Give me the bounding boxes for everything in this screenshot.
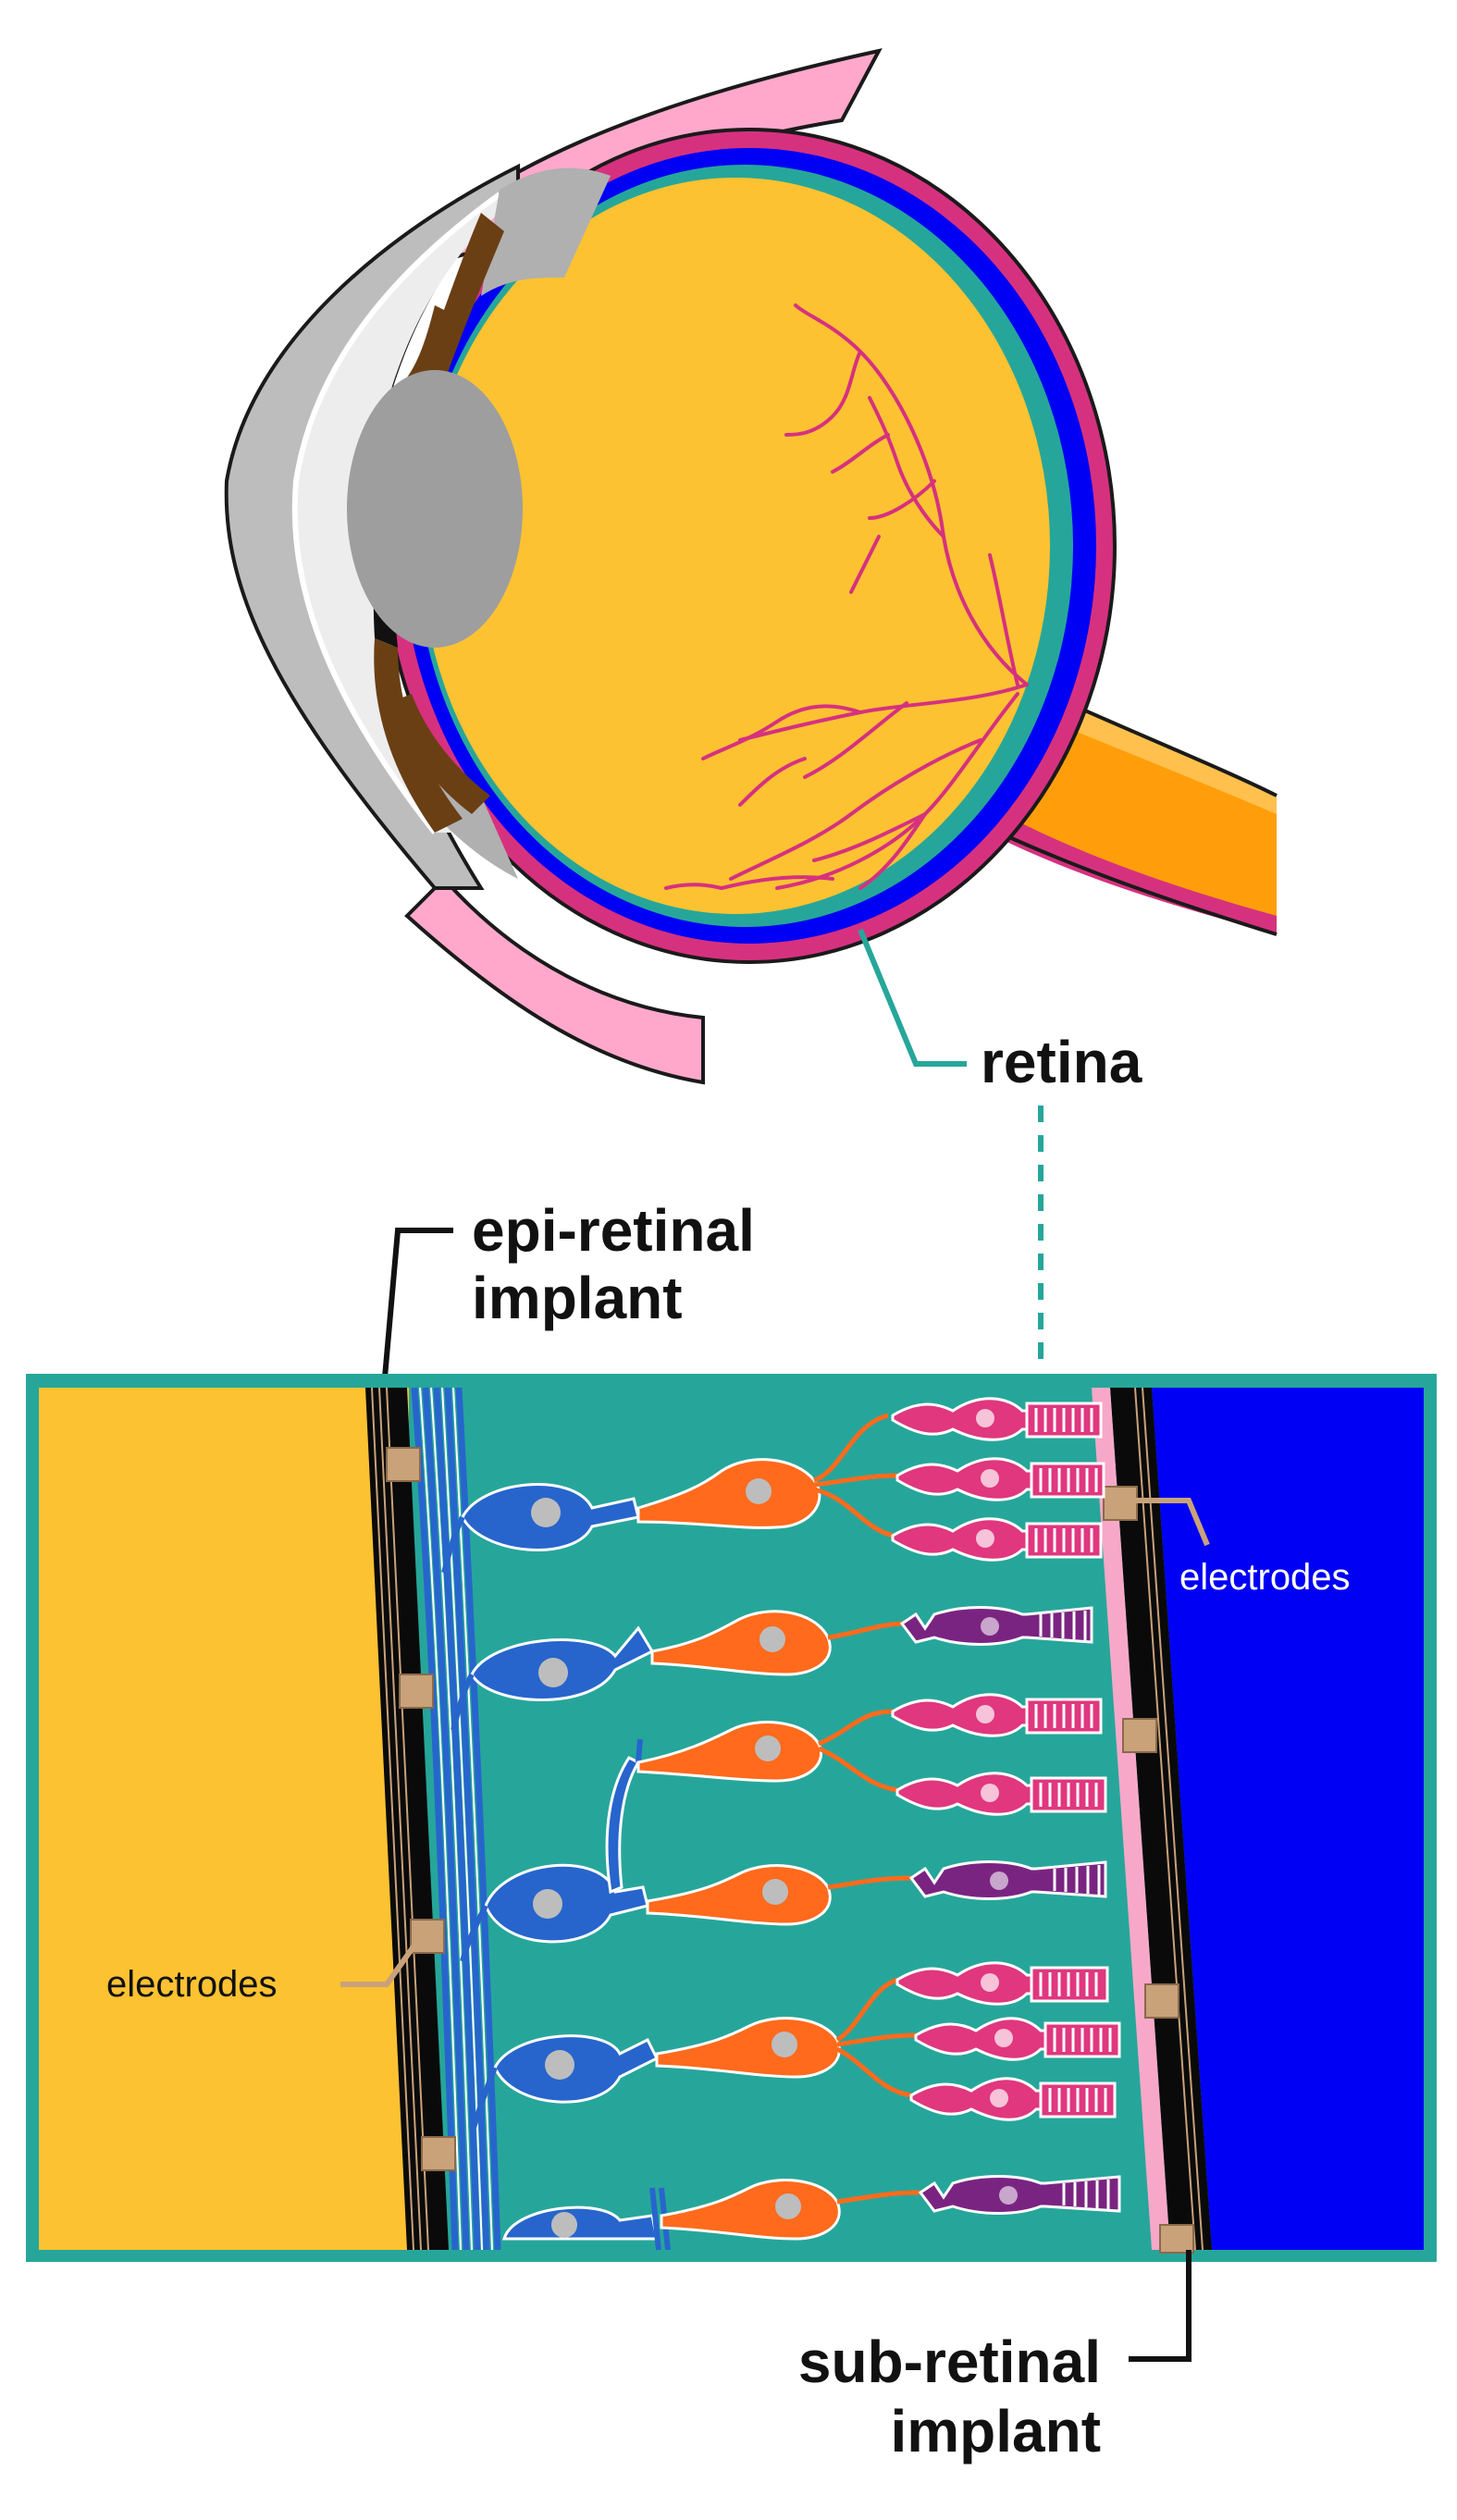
sub-electrodes	[1103, 1486, 1194, 2254]
sub-retinal-pointer	[1129, 2250, 1192, 2362]
optic-nerve-sheath-bottom	[997, 814, 1277, 934]
bipolar-cell	[636, 1458, 821, 1529]
ganglion-cell	[502, 2205, 659, 2241]
bipolar-cell	[650, 1610, 832, 1676]
ganglion-cell	[461, 1483, 640, 1551]
iris-lower-band	[389, 694, 490, 814]
bipolar-cell	[660, 2179, 841, 2241]
anterior-chamber	[294, 194, 504, 833]
electrodes-left-pointer	[340, 1941, 419, 1987]
electrodes-right-label: electrodes	[1179, 1557, 1351, 1598]
cone-outer-segments	[1039, 1611, 1110, 2209]
epi-retinal-pointer	[381, 1228, 453, 1389]
rod-cell	[895, 1772, 1107, 1816]
iris-upper-band	[398, 305, 453, 398]
iris-lower	[374, 638, 463, 833]
epi-electrode	[386, 1447, 421, 1482]
epi-retinal-label-line2: implant	[472, 1265, 683, 1331]
retinal-vessels	[664, 303, 1029, 890]
cone-cells	[899, 1606, 1121, 2215]
retina-pointer	[858, 928, 967, 1067]
retina-zoom-panel	[26, 1374, 1437, 2262]
rod-cell	[895, 1457, 1105, 1501]
sub-electrode	[1103, 1486, 1138, 1521]
cone-cell	[899, 1606, 1093, 1646]
retina-label: retina	[981, 1029, 1142, 1095]
zoom-choroid	[1152, 1388, 1424, 2250]
rod-outer-segments	[1034, 1408, 1112, 2112]
epi-retinal-label-line1: epi-retinal	[472, 1197, 755, 1264]
rod-cells	[891, 1397, 1121, 2121]
lower-eyelid	[404, 876, 705, 1085]
lens	[347, 370, 523, 648]
sub-electrode	[1122, 1718, 1157, 1753]
ganglion-cells	[461, 1483, 660, 2241]
eye-cross-section	[224, 48, 1278, 1085]
rod-cell	[895, 1961, 1109, 2006]
sub-retinal-label-line1: sub-retinal	[798, 2329, 1101, 2395]
bipolar-cells	[636, 1458, 841, 2241]
vitreous-body	[421, 178, 1050, 914]
epi-implant-wires	[371, 1387, 429, 2251]
rod-cell	[909, 2077, 1117, 2121]
bipolar-cell	[636, 1721, 823, 1783]
nerve-fiber-layer	[411, 1387, 501, 2251]
electrodes-left-label: electrodes	[106, 1964, 278, 2005]
zoom-vitreous	[39, 1388, 409, 2250]
epi-electrode	[399, 1674, 434, 1709]
electrodes-right-pointer	[1133, 1498, 1210, 1547]
sub-retinal-implant	[1110, 1388, 1212, 2250]
ciliary-body	[481, 167, 611, 296]
sub-retinal-label-line2: implant	[890, 2398, 1101, 2464]
sub-electrode	[1144, 1983, 1179, 2019]
cone-cell	[918, 2175, 1121, 2215]
rod-cell	[891, 1397, 1103, 1441]
cone-cell	[908, 1860, 1107, 1900]
epi-electrode	[421, 2136, 456, 2171]
ganglion-cell	[493, 2034, 660, 2104]
rod-cell	[914, 2017, 1121, 2061]
sub-electrode	[1159, 2224, 1194, 2254]
rpe-layer	[1092, 1388, 1170, 2250]
ganglion-cell	[484, 1756, 649, 1944]
rod-cell	[891, 1693, 1103, 1737]
rod-cell	[891, 1517, 1103, 1562]
bipolar-cell	[655, 2017, 841, 2079]
